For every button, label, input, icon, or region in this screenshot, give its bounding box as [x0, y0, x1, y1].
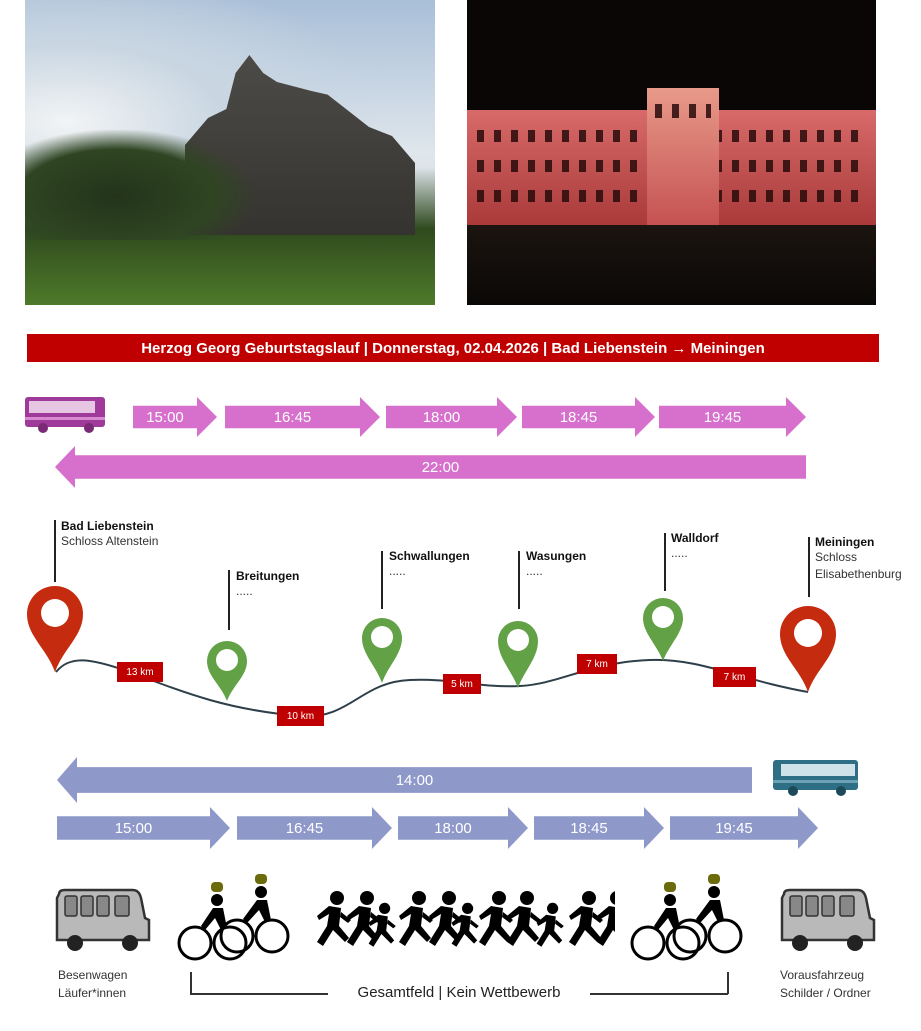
- page-title: Herzog Georg Geburtstagslauf | Donnersta…: [27, 334, 879, 362]
- runners-group-icon: [317, 891, 615, 947]
- pink-return-arrow: 22:00: [55, 446, 806, 488]
- bracket-left: [190, 972, 192, 994]
- castle-tower: [647, 88, 719, 228]
- runner-icon: [507, 891, 541, 946]
- runner-icon: [597, 891, 615, 946]
- pink-outbound-arrow-2: 16:45: [225, 397, 380, 437]
- trees: [25, 130, 255, 240]
- runner-icon: [569, 891, 603, 946]
- distance-badge: 7 km: [713, 667, 756, 687]
- blue-outbound-arrow-5: 19:45: [670, 807, 818, 849]
- lead-van-icon: [780, 888, 876, 951]
- blue-outbound-arrow-2: 16:45: [237, 807, 392, 849]
- runner-icon: [399, 891, 433, 946]
- stop-label-breitungen: Breitungen.....: [236, 569, 300, 598]
- map-pin-icon: [362, 618, 402, 683]
- photo-schloss-altenstein: [25, 0, 435, 305]
- bracket-right: [727, 972, 729, 994]
- distance-badge: 13 km: [117, 662, 163, 682]
- runner-icon: [451, 902, 479, 947]
- map-pin-end-icon: [780, 606, 836, 692]
- runner-icon: [317, 891, 351, 946]
- pink-outbound-arrow-3: 18:00: [386, 397, 517, 437]
- photo-schloss-elisabethenburg-night: [467, 0, 876, 305]
- map-pin-start-icon: [27, 586, 83, 672]
- leader-line: [381, 551, 383, 609]
- ground: [467, 225, 876, 305]
- blue-return-arrow: 14:00: [57, 757, 752, 803]
- leader-line: [664, 533, 666, 591]
- map-pin-icon: [498, 621, 538, 688]
- field-label: Gesamtfeld | Kein Wettbewerb: [357, 984, 561, 1001]
- runner-icon: [536, 902, 564, 947]
- pink-outbound-arrow-4: 18:45: [522, 397, 655, 437]
- map-pin-icon: [643, 598, 683, 661]
- distance-badge: 10 km: [277, 706, 324, 726]
- runner-icon: [479, 891, 513, 946]
- blue-outbound-arrow-3: 18:00: [398, 807, 528, 849]
- bus-icon: [25, 397, 105, 433]
- blue-outbound-arrow-1: 15:00: [57, 807, 230, 849]
- bracket-line: [590, 993, 728, 995]
- cyclists-with-beacons-icon: [177, 874, 290, 961]
- runner-icon: [429, 891, 463, 946]
- stop-label-walldorf: Walldorf.....: [671, 531, 719, 560]
- leader-line: [54, 520, 56, 582]
- leader-line: [518, 551, 520, 609]
- bracket-line: [190, 993, 328, 995]
- leader-line: [808, 537, 810, 597]
- blue-outbound-arrow-4: 18:45: [534, 807, 664, 849]
- leader-line: [228, 570, 230, 630]
- cyclists-with-beacons-icon: [630, 874, 743, 961]
- bus-icon: [773, 760, 858, 796]
- pink-outbound-arrow-5: 19:45: [659, 397, 806, 437]
- distance-badge: 5 km: [443, 674, 481, 694]
- stop-label-wasungen: Wasungen.....: [526, 549, 587, 578]
- stop-label-schwallungen: Schwallungen.....: [389, 549, 470, 578]
- runner-icon: [368, 902, 396, 947]
- pink-outbound-arrow-1: 15:00: [133, 397, 217, 437]
- map-pin-icon: [207, 641, 247, 701]
- sweeper-van-icon: [55, 888, 151, 951]
- distance-badge: 7 km: [577, 654, 617, 674]
